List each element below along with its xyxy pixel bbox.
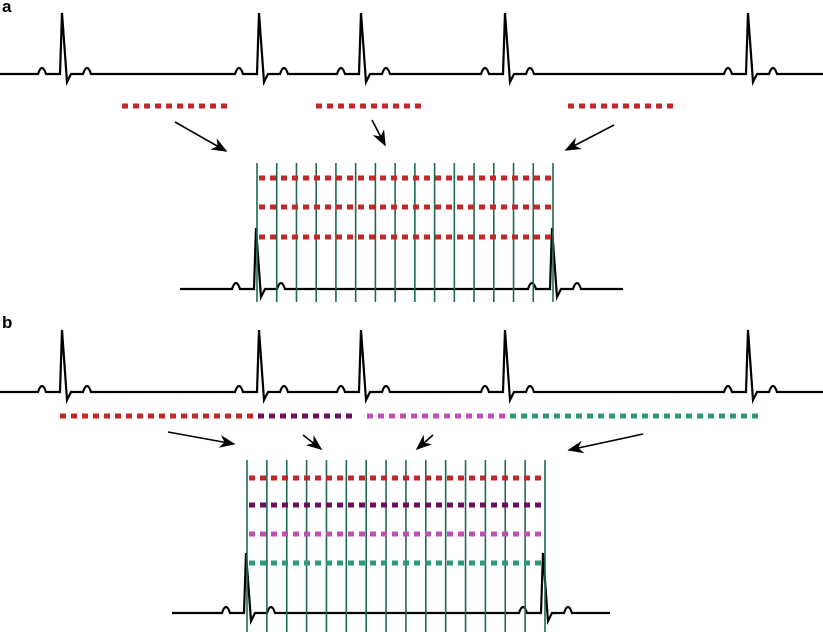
panel-label-a: a [2,0,12,16]
reconstructed-ecg-b [172,552,610,626]
ecg-trace-a [0,12,823,87]
arrow-a-2 [371,119,386,147]
arrow-b-2 [302,434,323,450]
arrow-a-1 [174,121,228,152]
arrow-b-4 [567,433,644,454]
arrow-b-3 [415,434,434,451]
arrow-b-1 [167,431,236,448]
panel-label-b: b [2,313,13,332]
arrow-a-3 [564,124,615,151]
reconstructed-ecg-a [180,227,623,302]
ecg-trace-b [0,329,823,405]
